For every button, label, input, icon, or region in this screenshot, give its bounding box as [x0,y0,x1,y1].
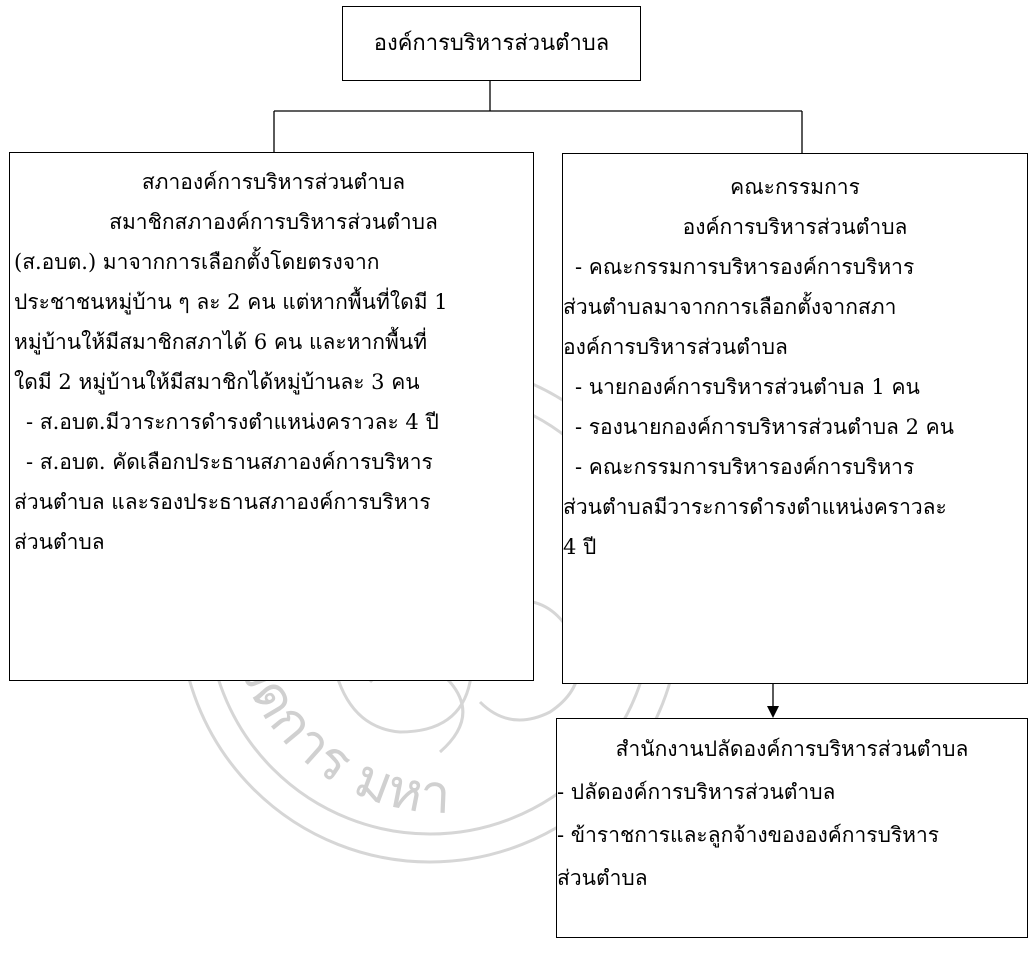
box-executive-committee: คณะกรรมการ องค์การบริหารส่วนตำบล - คณะกร… [562,153,1028,684]
committee-text-line: องค์การบริหารส่วนตำบล [563,335,788,359]
council-bullet-term: - ส.อบต.มีวาระการดำรงตำแหน่งคราวละ 4 ปี [26,410,439,434]
council-text-line: ใดมี 2 หมู่บ้านให้มีสมาชิกได้หมู่บ้านละ … [14,370,420,394]
office-text-line: ส่วนตำบล [557,866,648,890]
council-text-line: (ส.อบต.) มาจากการเลือกตั้งโดยตรงจาก [14,250,380,274]
council-bullet-chair: - ส.อบต. คัดเลือกประธานสภาองค์การบริหาร [26,450,433,474]
top-node-label: องค์การบริหารส่วนตำบล [373,30,610,56]
committee-subtitle: องค์การบริหารส่วนตำบล [682,215,908,239]
office-title: สำนักงานปลัดองค์การบริหารส่วนตำบล [615,737,969,761]
office-bullet-secretary: - ปลัดองค์การบริหารส่วนตำบล [557,780,836,804]
office-bullet-staff: - ข้าราชการและลูกจ้างขององค์การบริหาร [557,823,940,847]
council-subtitle: สมาชิกสภาองค์การบริหารส่วนตำบล [109,210,438,234]
committee-text-line: ส่วนตำบลมีวาระการดำรงตำแหน่งคราวละ [563,495,947,519]
committee-bullet-deputy: - รองนายกองค์การบริหารส่วนตำบล 2 คน [575,415,955,439]
committee-text-line: ส่วนตำบลมาจากการเลือกตั้งจากสภา [563,295,897,319]
box-tambon-council: สภาองค์การบริหารส่วนตำบล สมาชิกสภาองค์กา… [9,152,534,681]
council-text-line: ประชาชนหมู่บ้าน ๆ ละ 2 คน แต่หากพื้นที่ใ… [14,290,448,314]
committee-title: คณะกรรมการ [730,175,860,199]
committee-bullet-mayor: - นายกองค์การบริหารส่วนตำบล 1 คน [575,375,920,399]
arrow-head [767,706,779,718]
committee-text-line: 4 ปี [563,535,597,559]
council-text-line: หมู่บ้านให้มีสมาชิกสภาได้ 6 คน และหากพื้… [14,330,428,354]
council-title: สภาองค์การบริหารส่วนตำบล [141,170,406,194]
committee-bullet-term: - คณะกรรมการบริหารองค์การบริหาร [575,455,915,479]
council-text-line: ส่วนตำบล [14,530,105,554]
box-tambon-administration: องค์การบริหารส่วนตำบล [342,6,641,81]
committee-bullet-election: - คณะกรรมการบริหารองค์การบริหาร [575,255,915,279]
council-text-line: ส่วนตำบล และรองประธานสภาองค์การบริหาร [14,490,431,514]
box-office-of-permanent-secretary: สำนักงานปลัดองค์การบริหารส่วนตำบล - ปลัด… [556,718,1028,938]
